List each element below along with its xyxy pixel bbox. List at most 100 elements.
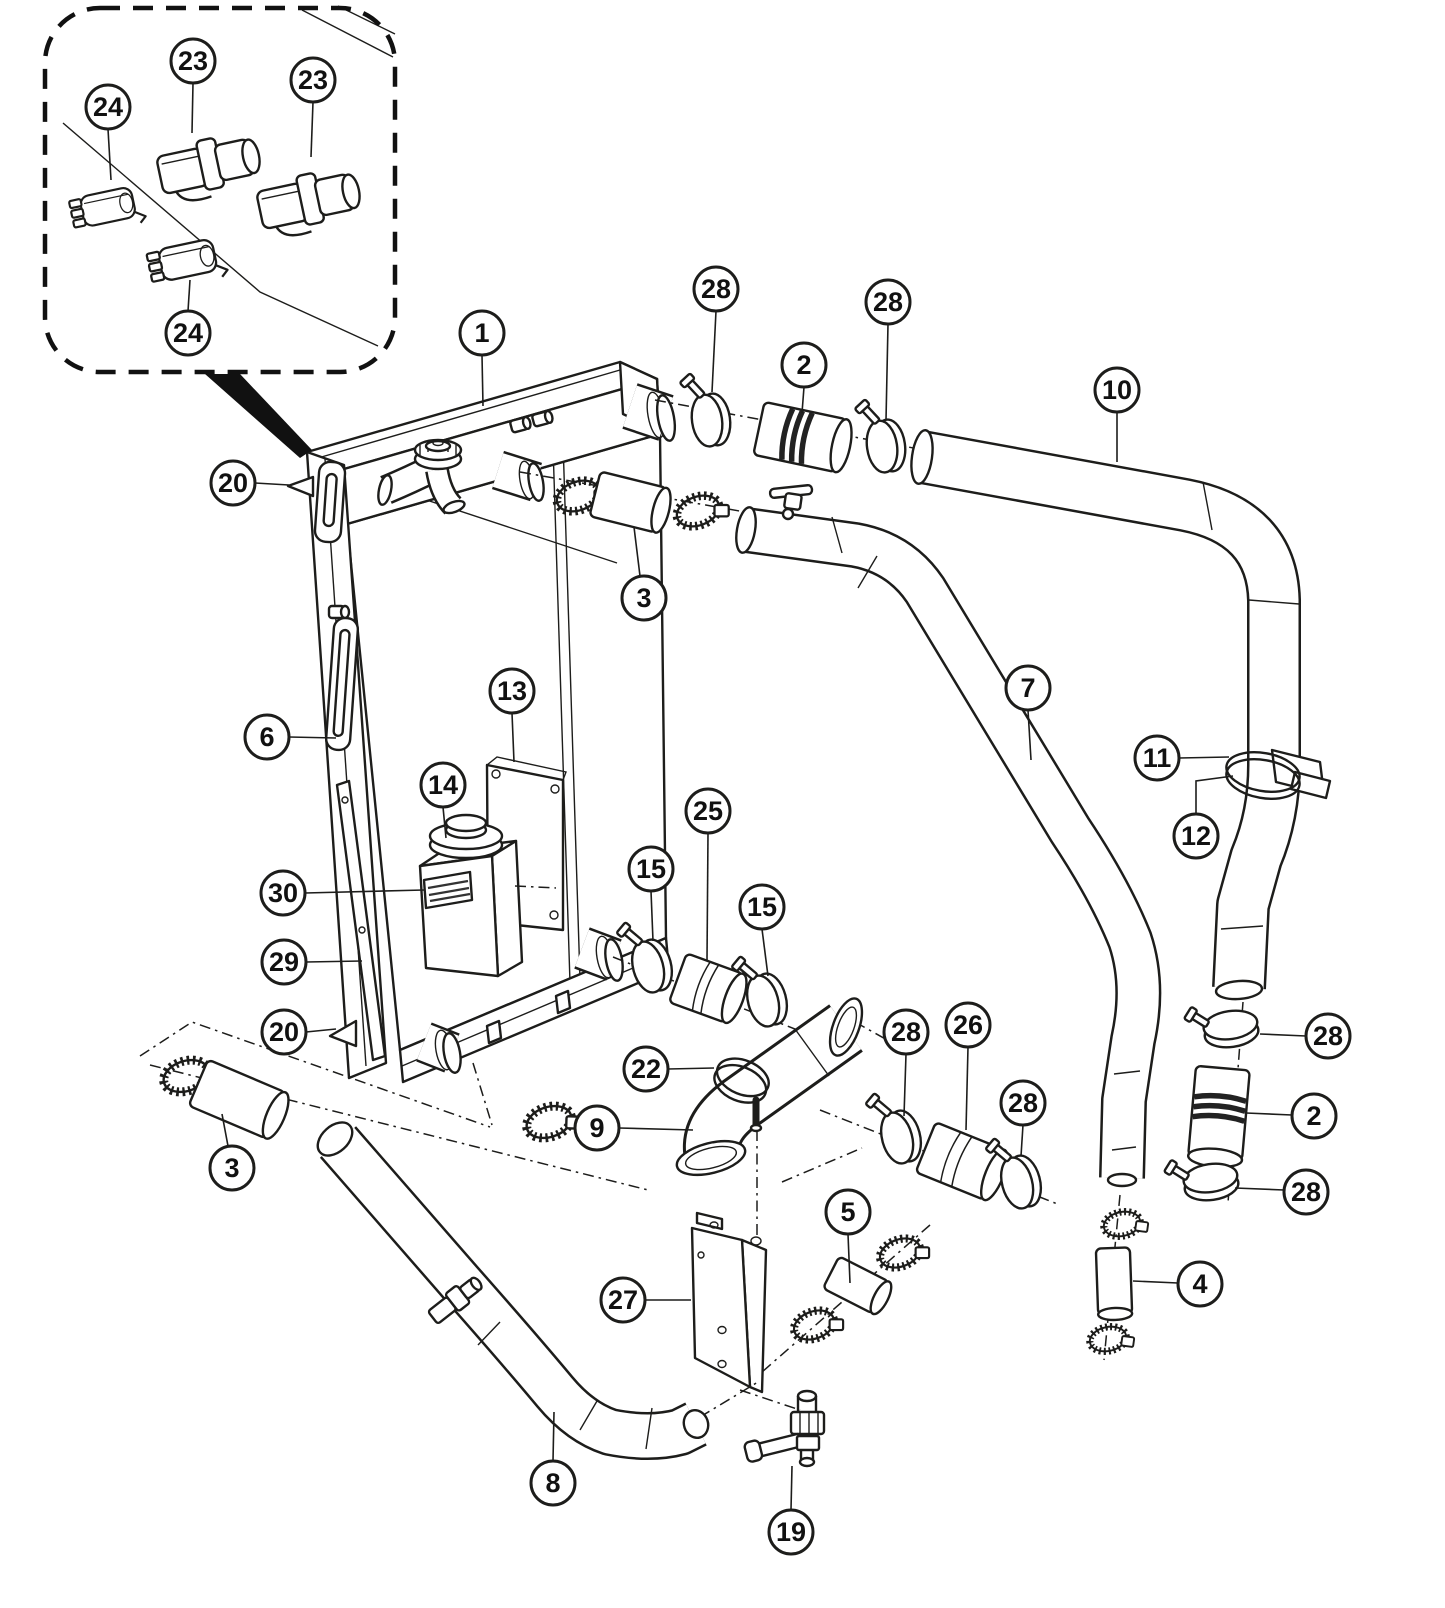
callout-15: 15 (738, 883, 786, 977)
callout-balloon (767, 1508, 815, 1556)
tube-3-bottom (188, 1059, 290, 1140)
callout-28: 28 (1259, 1012, 1352, 1060)
callout-28: 28 (692, 265, 740, 393)
detail-inset (42, 5, 398, 458)
callout-leader-line (761, 928, 769, 977)
barb-fitting (427, 1276, 483, 1324)
callout-9: 9 (573, 1104, 694, 1152)
callout-leader-line (965, 1046, 969, 1131)
hose-clamp-22 (713, 1057, 770, 1133)
callout-label: 8 (545, 1468, 560, 1498)
callout-leader-line (304, 889, 425, 894)
callout-label: 28 (891, 1017, 921, 1047)
elbow-pipe-9 (675, 997, 864, 1179)
callout-label: 28 (1291, 1177, 1321, 1207)
filler-cap (413, 438, 463, 471)
vent-stub (531, 409, 554, 428)
callout-27: 27 (599, 1276, 691, 1324)
callout-8: 8 (529, 1411, 577, 1507)
callout-label: 9 (589, 1113, 604, 1143)
callout-label: 28 (701, 274, 731, 304)
callout-label: 28 (873, 287, 903, 317)
bottom-foot-tab (485, 1019, 503, 1045)
callout-12: 12 (1172, 775, 1234, 860)
callout-13: 13 (488, 667, 536, 763)
callout-label: 3 (636, 583, 651, 613)
callout-balloon (738, 883, 786, 931)
callout-leader-line (288, 736, 337, 739)
callout-balloon (529, 1459, 577, 1507)
core-divider-line (561, 409, 581, 980)
slot-bar-6 (324, 616, 360, 752)
callout-20: 20 (209, 459, 290, 507)
callout-balloon (209, 459, 257, 507)
connector-23-b (256, 172, 361, 237)
callout-leader-line (650, 890, 654, 942)
callout-leader-line (511, 712, 515, 763)
coupling-26 (915, 1122, 1009, 1202)
callout-label: 27 (608, 1285, 638, 1315)
callout-leader-line (847, 1233, 851, 1284)
callout-label: 23 (298, 65, 328, 95)
outlet-pipe-bottom-mid (574, 927, 624, 982)
callout-29: 29 (260, 938, 363, 986)
tube-4 (1094, 1246, 1134, 1322)
callout-balloon (1172, 812, 1220, 860)
callout-leader-line (1234, 1187, 1285, 1191)
callout-label: 2 (1306, 1101, 1321, 1131)
callout-28: 28 (1234, 1168, 1330, 1216)
callout-label: 2 (796, 350, 811, 380)
callout-leader-line (305, 1028, 337, 1033)
callout-23: 23 (289, 56, 337, 158)
coupling-25 (669, 953, 748, 1025)
callout-leader-line (221, 1113, 229, 1147)
callout-balloon (1282, 1168, 1330, 1216)
callout-label: 3 (224, 1153, 239, 1183)
callout-balloon (622, 1045, 670, 1093)
callout-label: 11 (1143, 743, 1172, 773)
callout-25: 25 (684, 787, 732, 961)
callout-3: 3 (620, 526, 668, 622)
callout-balloon (419, 761, 467, 809)
callout-label: 15 (636, 854, 666, 884)
callout-leader-line (1027, 709, 1032, 761)
callout-label: 30 (268, 878, 298, 908)
hose-5 (823, 1256, 893, 1316)
callout-label: 28 (1008, 1088, 1038, 1118)
callout-balloon (599, 1276, 647, 1324)
callout-20: 20 (260, 1008, 337, 1056)
callout-label: 7 (1020, 673, 1035, 703)
callout-balloon (824, 1188, 872, 1236)
mounting-tab-20-bottom (328, 1019, 358, 1048)
inset-reference-line (301, 9, 394, 58)
callout-balloon (260, 938, 308, 986)
callout-balloon (1133, 734, 1181, 782)
callout-leader-line (1195, 775, 1234, 814)
connector-24-a (68, 187, 147, 229)
callout-balloon (1004, 664, 1052, 712)
pipe-clamp-11 (1225, 748, 1332, 800)
callout-11: 11 (1133, 734, 1230, 782)
callout-5: 5 (824, 1188, 872, 1284)
callout-balloon (573, 1104, 621, 1152)
callout-balloon (944, 1001, 992, 1049)
callout-leader-line (310, 101, 314, 158)
callout-leader-line (667, 1067, 715, 1070)
callout-leader-line (885, 323, 889, 421)
callout-label: 23 (178, 46, 208, 76)
callout-leader-line (442, 806, 447, 839)
callout-label: 22 (631, 1054, 661, 1084)
callout-label: 24 (173, 318, 203, 348)
callout-balloon (864, 278, 912, 326)
callout-3: 3 (208, 1113, 256, 1192)
channel-bolt (327, 604, 351, 620)
callout-balloon (1093, 366, 1141, 414)
bracket-27 (690, 1211, 768, 1394)
callout-label: 26 (953, 1010, 983, 1040)
callout-24: 24 (84, 83, 132, 181)
callout-balloon (999, 1079, 1047, 1127)
callout-leader-line (191, 82, 194, 134)
mounting-tab-20-top (286, 475, 315, 498)
callout-balloon (164, 309, 212, 357)
